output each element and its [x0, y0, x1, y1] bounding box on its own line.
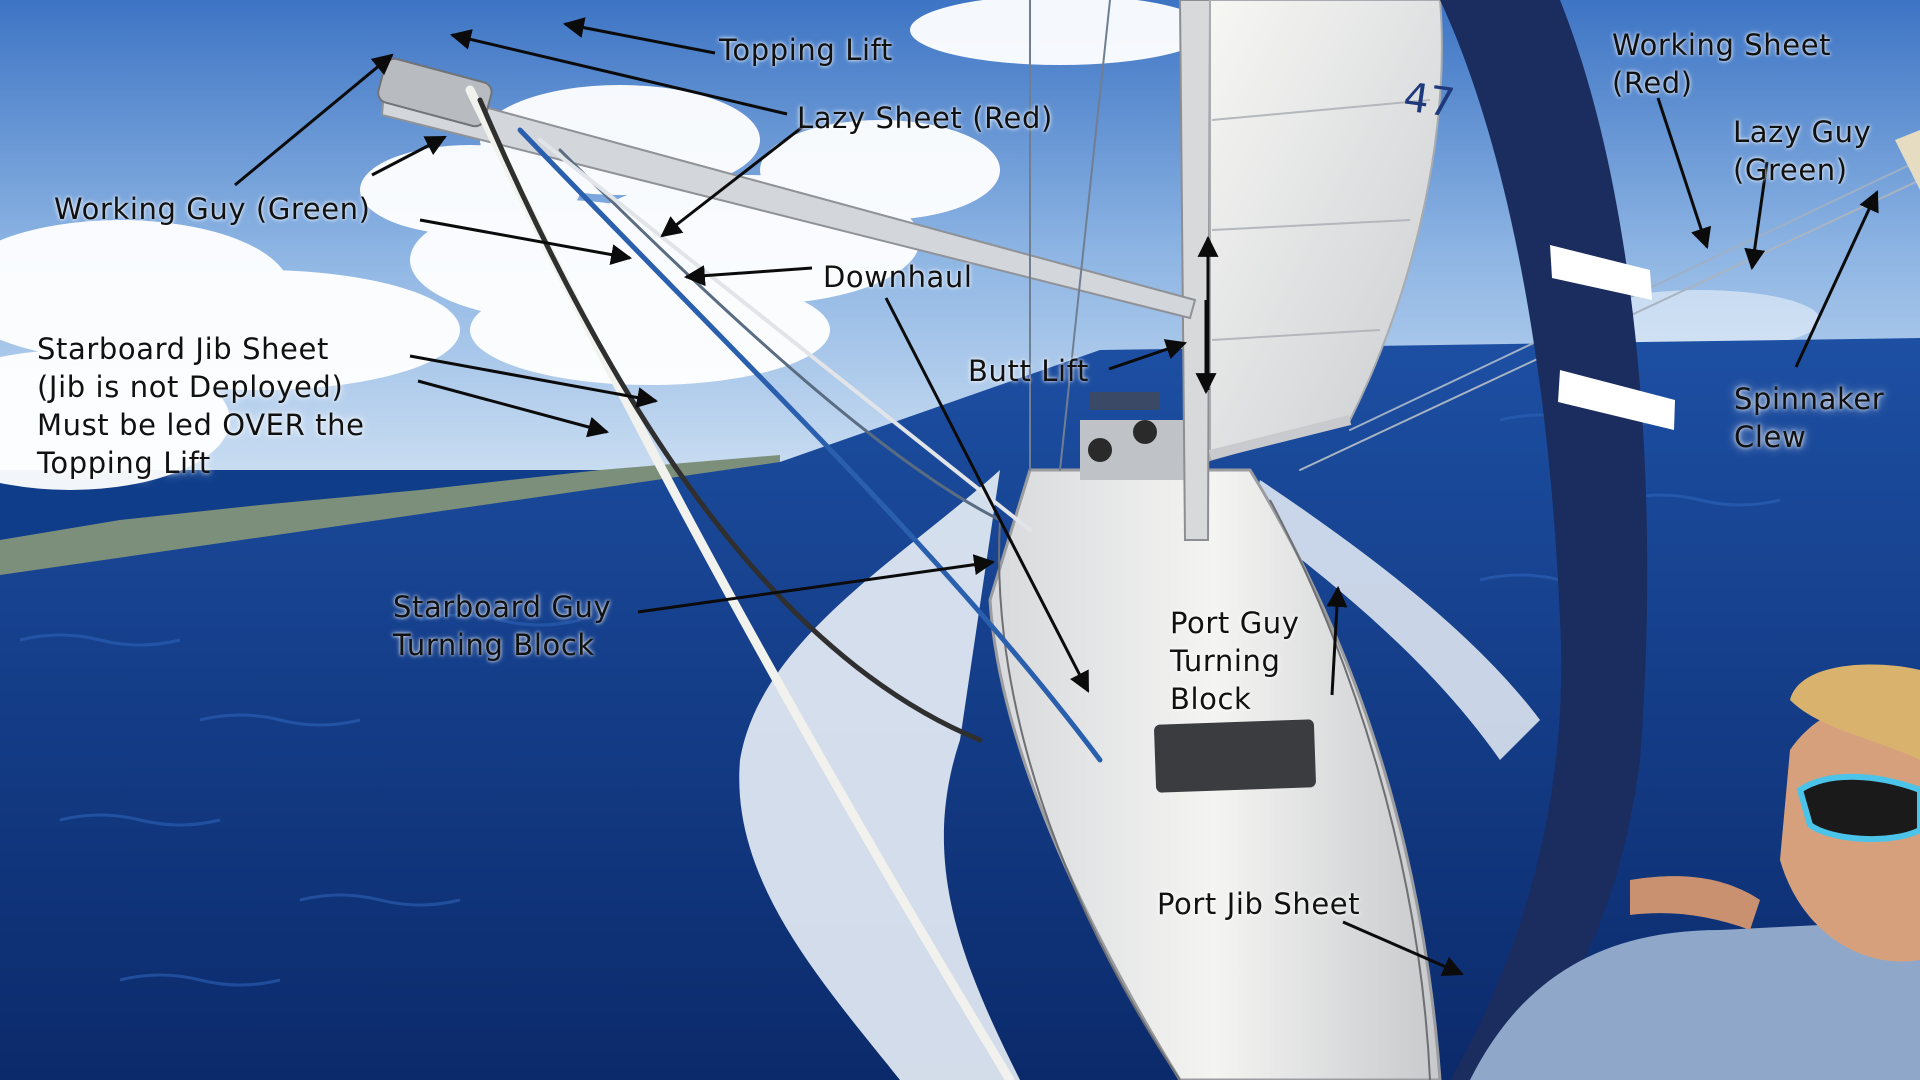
spinnaker-pole — [380, 78, 1197, 320]
person-arm — [1630, 876, 1760, 930]
label-lazy-sheet: Lazy Sheet (Red) — [797, 101, 1053, 135]
arrow-working-guy-b — [371, 135, 447, 177]
label-lazy-guy: Lazy Guy (Green) — [1733, 115, 1872, 187]
spinnaker-clew — [1895, 130, 1920, 190]
boom — [1208, 415, 1352, 460]
label-port-jib-sheet: Port Jib Sheet — [1157, 887, 1361, 921]
arrow-downhaul-b — [884, 297, 1090, 693]
lifelines — [998, 499, 1431, 1080]
arrow-working-guy-c — [419, 218, 633, 265]
solar-panel — [1090, 392, 1160, 410]
label-spinnaker-clew: Spinnaker Clew — [1734, 382, 1885, 454]
label-starboard-jib-sheet: Starboard Jib Sheet (Jib is not Deployed… — [37, 332, 365, 480]
arrow-jib-sheet-a — [409, 354, 659, 408]
label-working-sheet: Working Sheet (Red) — [1612, 28, 1832, 100]
arrow-port-jib-sheet — [1342, 920, 1464, 977]
pole-stripes — [1550, 245, 1675, 430]
annotation-arrows — [234, 17, 1879, 977]
wake-foam — [739, 470, 1020, 1080]
arrow-lazy-sheet-a — [449, 29, 788, 116]
arrow-topping-lift — [562, 17, 716, 55]
deck-hatch — [1154, 719, 1316, 793]
arrow-starboard-guy-block — [637, 554, 996, 614]
arrow-working-guy-a — [234, 53, 394, 187]
crew-member — [1088, 438, 1112, 462]
crew-member — [1133, 420, 1157, 444]
mast — [1178, 0, 1212, 541]
label-port-guy-block: Port Guy Turning Block — [1170, 606, 1300, 716]
person-shirt — [1470, 920, 1920, 1080]
arrow-jib-sheet-b — [417, 379, 610, 438]
arrow-port-guy-block — [1326, 585, 1348, 696]
sail-number: 47 — [1401, 74, 1458, 127]
label-downhaul: Downhaul — [823, 260, 973, 294]
arrow-lazy-guy — [1744, 161, 1769, 271]
sunglasses — [1796, 773, 1920, 842]
arrow-spinnaker-clew — [1794, 190, 1879, 368]
arrow-downhaul-a — [683, 265, 813, 287]
arrow-lazy-sheet-b — [660, 123, 806, 238]
label-topping-lift: Topping Lift — [719, 33, 893, 67]
arrow-butt-lift — [1108, 339, 1187, 371]
label-butt-lift: Butt Lift — [968, 354, 1089, 388]
sail-battens — [1211, 99, 1431, 341]
pole-fitting — [377, 57, 493, 128]
label-starboard-guy-block: Starboard Guy Turning Block — [393, 590, 612, 662]
arrow-working-sheet — [1656, 97, 1712, 249]
label-working-guy: Working Guy (Green) — [54, 192, 371, 226]
bow-wave — [1250, 480, 1540, 760]
straw-hat — [1790, 664, 1920, 760]
